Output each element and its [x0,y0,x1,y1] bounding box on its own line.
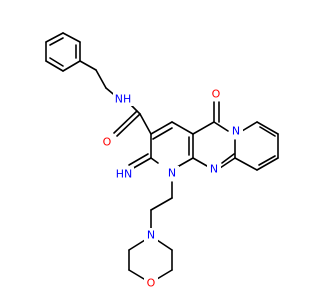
amide-nh-label: NH [115,93,132,106]
morpholine-nitrogen-label: N [147,229,155,242]
morpholine-oxygen-atom: O [144,276,158,290]
bond-skeleton [45,32,279,280]
ketone-oxygen-label: O [212,88,221,101]
morpholine-nitrogen-atom: N [144,228,158,242]
ring-nitrogen-bottom-right-label: N [210,163,218,176]
ring-nitrogen-top-atom: N [229,124,243,138]
ketone-oxygen-atom: O [209,87,223,101]
ring-nitrogen-top-label: N [232,125,240,138]
morpholine-oxygen-label: O [147,277,156,290]
atom-labels: NH O O HN N N N N [100,87,243,290]
ring-nitrogen-bottom-left-atom: N [165,166,179,180]
chemical-structure-diagram: NH O O HN N N N N [45,32,279,290]
amide-nh-atom: NH [113,92,133,106]
imine-hn-label: HN [116,168,133,181]
amide-oxygen-atom: O [100,135,114,149]
imine-hn-atom: HN [114,167,134,181]
amide-oxygen-label: O [103,136,112,149]
ring-nitrogen-bottom-left-label: N [168,167,176,180]
ring-nitrogen-bottom-right-atom: N [207,162,221,176]
